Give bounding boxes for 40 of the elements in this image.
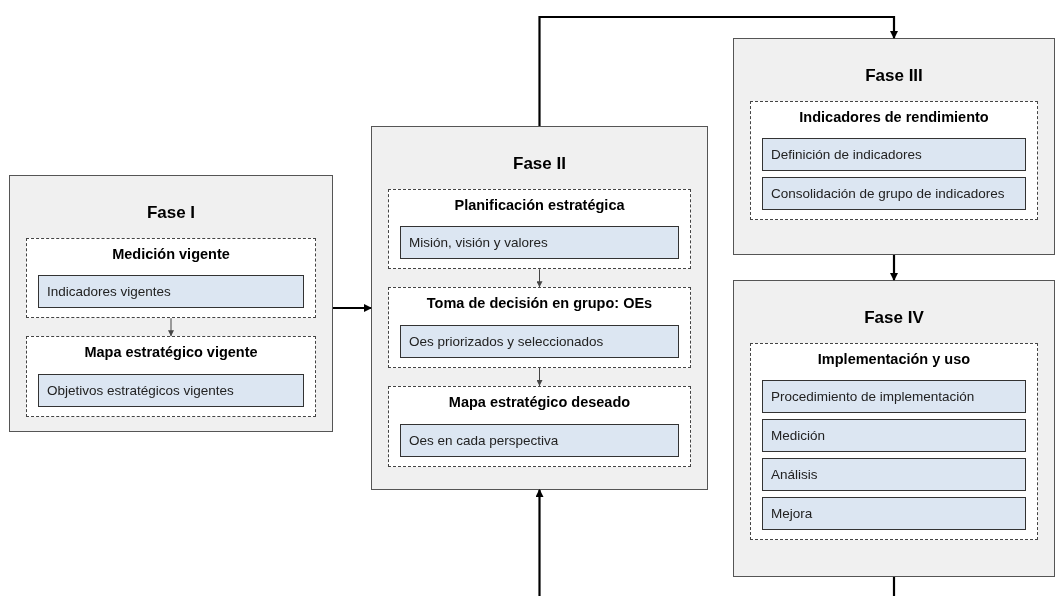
group-title: Mapa estratégico deseado: [447, 393, 632, 412]
arrow: [890, 255, 898, 281]
dashed-group: [26, 237, 316, 319]
group-title: Toma de decisión en grupo: OEs: [425, 294, 654, 314]
dashed-group: [388, 386, 691, 467]
item-box: Medición: [762, 419, 1026, 453]
item-box: Oes priorizados y seleccionados: [400, 325, 679, 358]
phase-panel: [733, 38, 1055, 255]
phase-title: Fase II: [512, 153, 567, 175]
item-box: Indicadores vigentes: [38, 275, 304, 309]
arrow: [333, 304, 372, 312]
dashed-group: [750, 342, 1038, 541]
dashed-group: [388, 287, 691, 368]
item-box: Mejora: [762, 497, 1026, 531]
item-box: Misión, visión y valores: [400, 226, 679, 260]
item-box: Análisis: [762, 458, 1026, 492]
phase-panel: [9, 175, 333, 432]
phase-panel: [371, 126, 708, 490]
arrow: [535, 489, 544, 596]
group-title: Medición vigente: [111, 244, 231, 264]
dashed-group: [26, 336, 316, 417]
item-box: Procedimiento de implementación: [762, 380, 1026, 414]
arrow: [536, 367, 543, 387]
item-box: Consolidación de grupo de indicadores: [762, 177, 1026, 211]
dashed-group: [388, 188, 691, 270]
phase-panel: [733, 280, 1055, 577]
group-title: Mapa estratégico vigente: [83, 343, 259, 363]
phase-title: Fase I: [145, 202, 197, 224]
arrow: [538, 15, 898, 126]
phase-title: Fase III: [864, 65, 924, 87]
group-title: Implementación y uso: [816, 349, 972, 369]
arrow: [536, 268, 543, 288]
item-box: Definición de indicadores: [762, 138, 1026, 172]
phase-title: Fase IV: [863, 307, 925, 329]
group-title: Indicadores de rendimiento: [798, 107, 990, 127]
dashed-group: [750, 100, 1038, 221]
group-title: Planificación estratégica: [453, 195, 626, 215]
item-box: Oes en cada perspectiva: [400, 423, 679, 457]
arrow: [168, 317, 174, 337]
item-box: Objetivos estratégicos vigentes: [38, 374, 304, 407]
